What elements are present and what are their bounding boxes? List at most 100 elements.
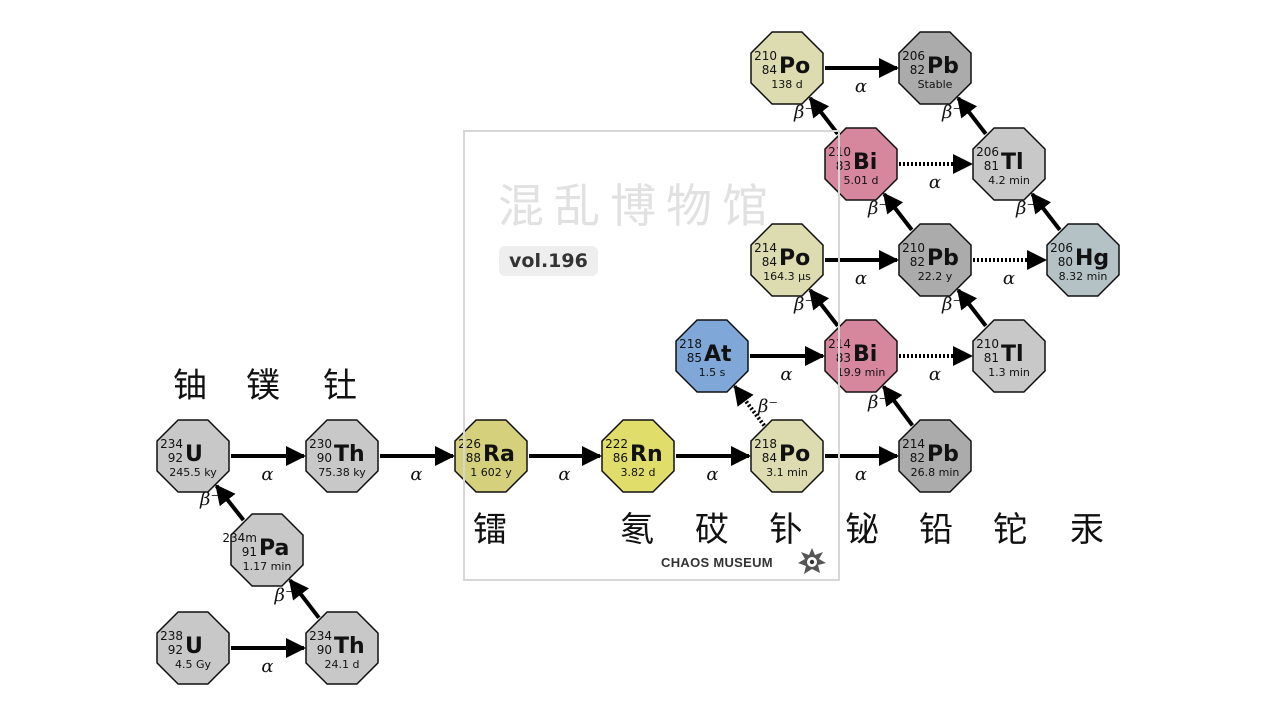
decay-label: α — [261, 656, 273, 677]
element-symbol: Pb — [927, 442, 959, 467]
decay-arrow-hg206-to-tl206 — [1030, 192, 1062, 232]
decay-label: α — [780, 364, 792, 385]
element-symbol: Pb — [927, 246, 959, 271]
nuclide-octagon — [156, 419, 230, 493]
nuclide-octagon — [824, 319, 898, 393]
atomic-number: 91 — [242, 545, 257, 559]
nuclide-octagon — [305, 611, 379, 685]
mass-number: 234m — [222, 531, 257, 545]
element-symbol: Pa — [259, 536, 289, 561]
element-symbol: Po — [779, 442, 810, 467]
element-symbol: Rn — [630, 442, 663, 467]
decay-label: β⁻ — [941, 102, 962, 123]
half-life: 3.82 d — [621, 466, 656, 479]
element-name-po: 钋 — [769, 510, 803, 550]
atomic-number: 82 — [910, 255, 925, 269]
mass-number: 218 — [679, 337, 702, 351]
half-life: 4.5 Gy — [175, 658, 212, 671]
decay-label: β⁻ — [757, 396, 778, 417]
decay-label: α — [855, 268, 867, 289]
mass-number: 210 — [902, 241, 925, 255]
nuclide-octagon — [230, 513, 304, 587]
decay-label: α — [1003, 268, 1015, 289]
element-symbol: Pb — [927, 54, 959, 79]
decay-label: β⁻ — [793, 294, 814, 315]
element-name-bi: 铋 — [845, 510, 879, 550]
mass-number: 210 — [754, 49, 777, 63]
watermark-volume-badge: vol.196 — [499, 246, 598, 276]
half-life: 8.32 min — [1059, 270, 1108, 283]
nuclide-octagon — [750, 223, 824, 297]
decay-arrow-pb210-to-bi210 — [882, 192, 914, 232]
atomic-number: 86 — [613, 451, 628, 465]
half-life: Stable — [918, 78, 953, 91]
atomic-number: 84 — [762, 255, 777, 269]
decay-arrow-th234-to-pa234m — [288, 578, 321, 620]
element-symbol: U — [185, 634, 203, 659]
atomic-number: 81 — [984, 159, 999, 173]
element-symbol: U — [185, 442, 203, 467]
half-life: 1.3 min — [988, 366, 1030, 379]
half-life: 1 602 y — [470, 466, 512, 479]
mass-number: 238 — [160, 629, 183, 643]
decay-arrow-tl210-to-pb210 — [956, 288, 988, 328]
atomic-number: 84 — [762, 451, 777, 465]
half-life: 75.38 ky — [318, 466, 366, 479]
half-life: 1.5 s — [699, 366, 726, 379]
nuclide-octagon — [972, 127, 1046, 201]
nuclide-octagon — [750, 31, 824, 105]
nuclide-octagon — [972, 319, 1046, 393]
decay-arrow-bi210-to-po210 — [808, 96, 840, 136]
element-symbol: Po — [779, 246, 810, 271]
decay-arrow-tl206-to-pb206 — [956, 96, 988, 136]
element-symbol: Po — [779, 54, 810, 79]
mass-number: 222 — [605, 437, 628, 451]
element-symbol: At — [704, 342, 732, 367]
decay-label: β⁻ — [199, 489, 220, 510]
nuclide-octagon — [898, 419, 972, 493]
decay-label: β⁻ — [867, 198, 888, 219]
atomic-number: 92 — [168, 451, 183, 465]
watermark-title: 混乱博物馆 — [498, 179, 778, 233]
element-name-u: 铀 — [173, 366, 207, 406]
atomic-number: 81 — [984, 351, 999, 365]
element-name-at: 砹 — [695, 510, 729, 550]
element-name-pa: 镤 — [246, 366, 280, 406]
atomic-number: 85 — [687, 351, 702, 365]
element-symbol: Th — [334, 634, 365, 659]
decay-label: α — [929, 172, 941, 193]
element-symbol: Bi — [853, 342, 877, 367]
nuclide-octagon — [898, 31, 972, 105]
half-life: 5.01 d — [844, 174, 879, 187]
decay-label: α — [855, 76, 867, 97]
nuclide-octagon — [824, 127, 898, 201]
half-life: 22.2 y — [918, 270, 953, 283]
decay-label: α — [706, 464, 718, 485]
decay-label: β⁻ — [1015, 198, 1036, 219]
element-symbol: Th — [334, 442, 365, 467]
mass-number: 214 — [902, 437, 925, 451]
nuclide-octagon — [156, 611, 230, 685]
mass-number: 206 — [1050, 241, 1073, 255]
nuclide-octagon — [898, 223, 972, 297]
mass-number: 230 — [309, 437, 332, 451]
half-life: 164.3 µs — [763, 270, 811, 283]
nuclide-octagon — [675, 319, 749, 393]
mass-number: 234 — [309, 629, 332, 643]
nuclide-octagon — [1046, 223, 1120, 297]
